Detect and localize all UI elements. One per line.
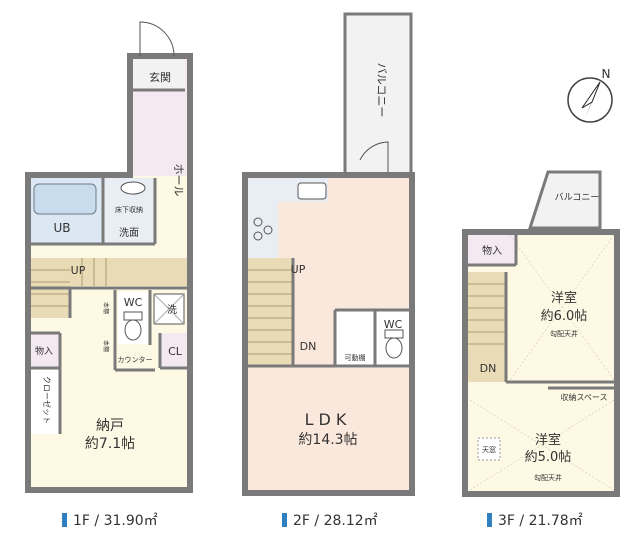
floor-3: バルコニー 物入 洋室 約6.0帖 勾配天井 DN 収納スペース 天窓 洋室 約… [462,170,620,497]
landing-1f [70,258,190,286]
closet-area [160,333,190,368]
sloped-ceiling-lines [469,234,615,491]
label-closet: CL [168,345,183,358]
label-3f-balcony: バルコニー [555,192,600,203]
toilet-2f-bowl-icon [385,337,403,359]
label-1f-up: UP [71,264,86,277]
toilet-2f-tank-icon [384,329,404,339]
inner-walls-3f [468,235,614,390]
label-walkin-closet: クローゼット [42,376,52,424]
label-shelf-a: 本棚 [102,302,110,314]
kitchen-counter [248,178,278,258]
stair-treads-2f [248,269,293,355]
label-storeroom: 納戸 [96,418,124,434]
inner-walls-1f [28,88,190,434]
label-storage-space: 収納スペース [560,392,607,402]
label-bath: UB [53,221,70,235]
label-3f-storage: 物入 [482,244,502,257]
label-2f-up: UP [291,263,306,276]
label-western-room-1: 洋室 [551,290,577,306]
floor-3-caption: 3F / 21.78㎡ [487,510,583,530]
label-ldk-size: 約14.3帖 [298,432,357,448]
bathtub-icon [33,183,97,215]
caption-marker [62,513,67,527]
balcony-3f [527,170,602,230]
walls-2f [242,172,415,496]
label-2f-balcony: バルコニー [375,63,388,118]
label-2f-dn: DN [300,340,317,353]
label-skylight: 天窓 [482,445,496,454]
stair-treads-3f [468,283,506,345]
stairs-2f [248,258,293,366]
walkin-closet-area [28,370,60,434]
floor-1-area: 1F / 31.90㎡ [73,513,158,529]
entrance-door-icon [139,21,175,57]
balcony-door-icon [359,141,389,174]
floor-2: バルコニー UP DN WC 可動棚 LDK 約14.3帖 [242,12,415,496]
toilet-bowl-icon [124,319,142,341]
walls-1f [25,53,193,493]
label-ldk: LDK [305,410,352,429]
caption-marker [487,513,492,527]
toilet-tank-icon [123,311,143,321]
floor-1: 玄関 ホール UB 床下収納 洗面 UP WC 洗 カウンター 物入 本棚 本棚… [25,21,193,493]
compass-label: N [602,67,611,81]
sink-icon [297,182,327,200]
label-movable-shelf: 可動棚 [345,353,366,362]
floor-3-area: 3F / 21.78㎡ [498,513,583,529]
stove-icon [253,217,273,241]
label-sloped-ceiling-1: 勾配天井 [550,329,578,338]
washbasin-icon [120,181,146,195]
stair-treads-1f [30,258,107,307]
label-shelf-b: 本棚 [102,340,110,352]
label-hall-vertical: ホール [172,164,185,197]
walls-3f [462,229,620,497]
caption-marker [282,513,287,527]
label-western-room-1-size: 約6.0帖 [541,309,588,324]
label-counter: カウンター [118,355,153,364]
label-washing-machine: 洗 [167,304,177,316]
label-storeroom-size: 約7.1帖 [85,436,135,452]
entrance-area [133,60,185,90]
floor-2-caption: 2F / 28.12㎡ [282,510,378,530]
skylight-icon [477,437,501,461]
north-arrow-icon: N [567,67,613,123]
stairs-3f [468,272,506,382]
storage-3f-area [468,235,516,265]
label-entrance: 玄関 [149,70,171,84]
label-sloped-ceiling-2: 勾配天井 [534,473,562,482]
floor-2-area: 2F / 28.12㎡ [293,513,378,529]
label-underfloor-storage: 床下収納 [115,205,143,214]
label-western-room-2-size: 約5.0帖 [525,450,572,465]
label-washroom: 洗面 [119,227,139,239]
label-western-room-2: 洋室 [535,432,561,448]
inner-walls-2f [245,258,412,368]
label-hall: ホール [172,164,185,197]
label-1f-wc: WC [124,296,143,309]
label-3f-dn: DN [480,362,497,375]
floor-1-caption: 1F / 31.90㎡ [62,510,158,530]
label-1f-storage: 物入 [35,345,53,357]
label-2f-wc: WC [384,318,403,331]
balcony-2f [343,12,413,176]
storage-left-area [28,333,60,368]
